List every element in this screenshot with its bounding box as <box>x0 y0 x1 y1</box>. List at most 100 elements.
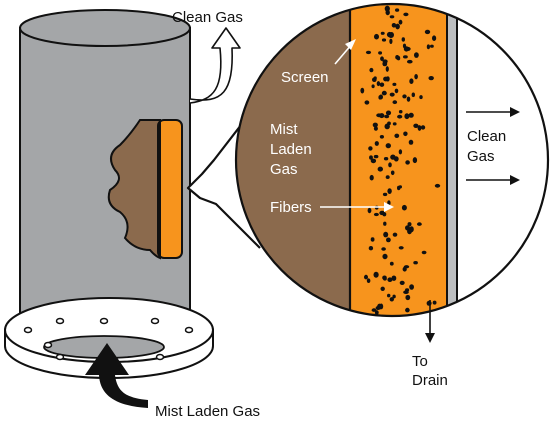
fiber-droplet <box>371 308 377 312</box>
vessel-cutaway <box>107 119 183 260</box>
bolt-hole <box>150 317 160 325</box>
label-mist-laden-gas-zoom: Mist Laden Gas <box>270 121 316 178</box>
fiber-droplet <box>385 143 391 149</box>
fiber-droplet <box>390 154 396 160</box>
fiber-droplet <box>395 8 400 12</box>
fiber-droplet <box>374 310 379 315</box>
label-clean-gas-top: Clean Gas <box>172 9 243 26</box>
label-line: Clean <box>467 128 506 145</box>
fiber-droplet <box>376 81 381 87</box>
fiber-droplet <box>368 146 373 151</box>
fiber-droplet <box>424 29 431 35</box>
fiber-droplet <box>432 35 437 41</box>
fiber-droplet <box>392 122 397 126</box>
fiber-droplet <box>383 157 389 161</box>
fiber-droplet <box>387 188 392 195</box>
fiber-droplet <box>380 56 384 61</box>
fiber-droplet <box>369 67 374 73</box>
fiber-droplet <box>370 158 377 164</box>
fiber-droplet <box>373 271 379 278</box>
bolt-hole <box>43 341 53 349</box>
flow-arrows <box>85 27 520 408</box>
bolt-hole <box>55 317 65 325</box>
label-fibers: Fibers <box>270 199 312 216</box>
fiber-droplet <box>403 55 408 59</box>
label-line: Gas <box>270 161 298 178</box>
fiber-droplet <box>385 110 392 116</box>
fiber-droplet <box>379 135 384 139</box>
fiber-droplet <box>366 278 371 284</box>
fiber-droplet <box>382 192 388 197</box>
fiber-droplet <box>383 76 389 82</box>
flange-bolt-holes <box>23 317 194 361</box>
fiber-droplet <box>373 126 378 131</box>
fiber-droplet <box>389 15 395 19</box>
fiber-droplet <box>412 157 418 164</box>
fiber-droplet <box>360 87 365 94</box>
screen-pointer-head <box>345 39 356 50</box>
fiber-droplet <box>373 154 379 159</box>
bolt-hole <box>99 317 109 325</box>
label-to-drain: To Drain <box>412 353 448 389</box>
fiber-droplet <box>385 66 389 72</box>
fiber-droplet <box>430 44 434 48</box>
fiber-droplet <box>401 204 407 211</box>
fiber-droplet <box>391 275 397 281</box>
fiber-droplet <box>384 114 390 119</box>
clean-gas-arrowhead-upper <box>510 107 520 117</box>
fiber-droplet <box>421 250 427 255</box>
label-screen: Screen <box>281 69 329 86</box>
fiber-droplet <box>386 237 391 243</box>
fiber-droplet <box>417 222 422 226</box>
fiber-droplet <box>381 38 387 42</box>
fiber-droplet <box>434 183 441 188</box>
fiber-droplet <box>382 61 388 67</box>
fiber-droplet <box>414 52 419 58</box>
fiber-droplet <box>403 12 409 17</box>
fiber-droplet <box>411 92 415 98</box>
fiber-droplet <box>405 307 410 313</box>
fiber-droplet <box>378 51 383 55</box>
fiber-droplet <box>392 294 396 299</box>
cutaway-fiber-bed <box>157 119 183 259</box>
fiber-droplet <box>377 166 383 172</box>
fiber-droplet <box>385 175 390 180</box>
fiber-droplet <box>402 43 407 49</box>
fiber-droplet <box>369 174 374 181</box>
fiber-droplet <box>401 37 405 42</box>
label-mist-laden-gas-inlet: Mist Laden Gas <box>155 403 260 420</box>
fiber-droplet <box>409 226 414 233</box>
fiber-droplet <box>381 247 386 251</box>
vessel-top <box>19 9 191 47</box>
fiber-droplet <box>371 84 375 89</box>
fiber-droplet <box>414 74 418 80</box>
fiber-droplet <box>403 290 409 295</box>
fiber-droplet <box>373 212 379 217</box>
fiber-droplet <box>368 246 374 251</box>
fiber-droplet <box>374 33 379 40</box>
clean-gas-outlet-arrow <box>189 27 241 104</box>
fiber-droplet <box>413 123 419 128</box>
label-line: Gas <box>467 148 495 165</box>
bolt-hole <box>184 326 194 334</box>
fiber-droplet <box>409 284 414 290</box>
label-line: Drain <box>412 372 448 389</box>
fiber-droplet <box>406 96 411 102</box>
fiber-droplet <box>432 300 437 305</box>
fiber-droplet <box>364 274 368 280</box>
fiber-droplet <box>395 23 400 30</box>
fiber-droplet <box>389 92 395 97</box>
fiber-droplet <box>392 82 397 86</box>
fiber-droplet <box>390 170 395 176</box>
fiber-droplet <box>383 221 387 226</box>
fiber-droplet <box>395 55 400 60</box>
fiber-droplet <box>391 23 397 28</box>
fiber-droplet <box>402 266 407 272</box>
bolt-hole <box>23 326 33 334</box>
fiber-droplet <box>367 207 372 214</box>
fiber-droplet <box>365 50 372 55</box>
fiber-droplet <box>417 125 422 131</box>
fiber-droplet <box>407 222 412 227</box>
fiber-droplet <box>373 76 377 80</box>
